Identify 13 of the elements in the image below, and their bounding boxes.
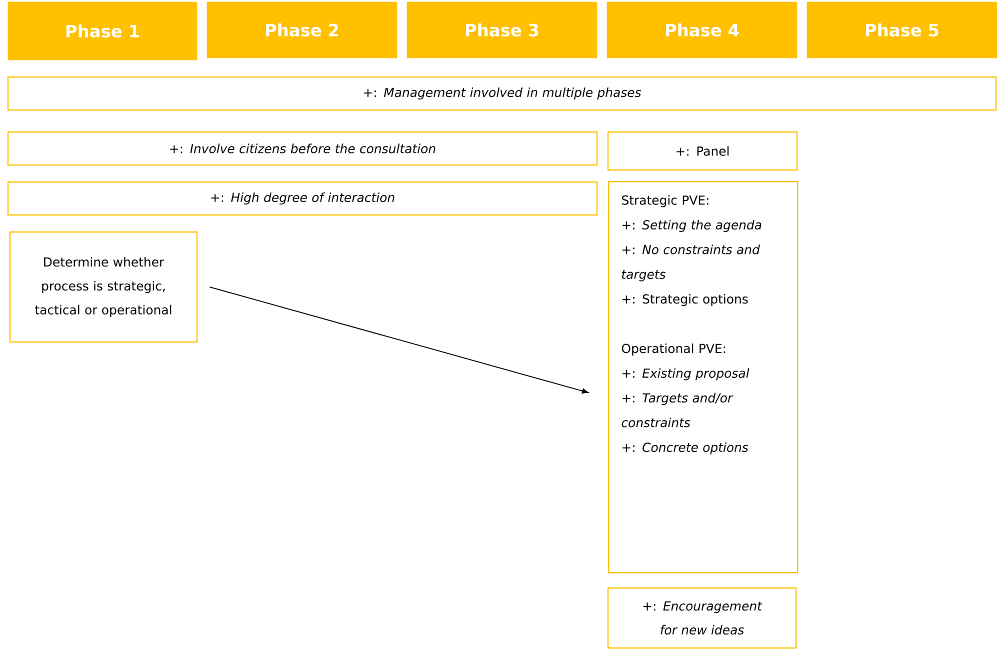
phase-header: Phase 4 (606, 2, 798, 58)
note-box: +: Management involved in multiple phases (7, 76, 997, 111)
note-box: +: Involve citizens before the consultation (7, 131, 598, 166)
phase-header: Phase 1 (8, 2, 198, 60)
phase-header: Phase 2 (206, 2, 398, 58)
process-box: +: Encouragement for new ideas (607, 587, 797, 649)
note-box: Strategic PVE: +: Setting the agenda +: No constraints and targets +: Strategic options Operational PVE: +: Existing proposal +: Targets and/or constraints +: Concrete options (608, 181, 798, 574)
arrow (209, 286, 589, 394)
process-box: Determine whether process is strategic, tactical or operational (9, 231, 198, 343)
phase-header: Phase 5 (806, 2, 997, 58)
note-box: +: Panel (607, 131, 798, 171)
phase-header: Phase 3 (406, 2, 598, 58)
note-box: +: High degree of interaction (7, 181, 598, 216)
